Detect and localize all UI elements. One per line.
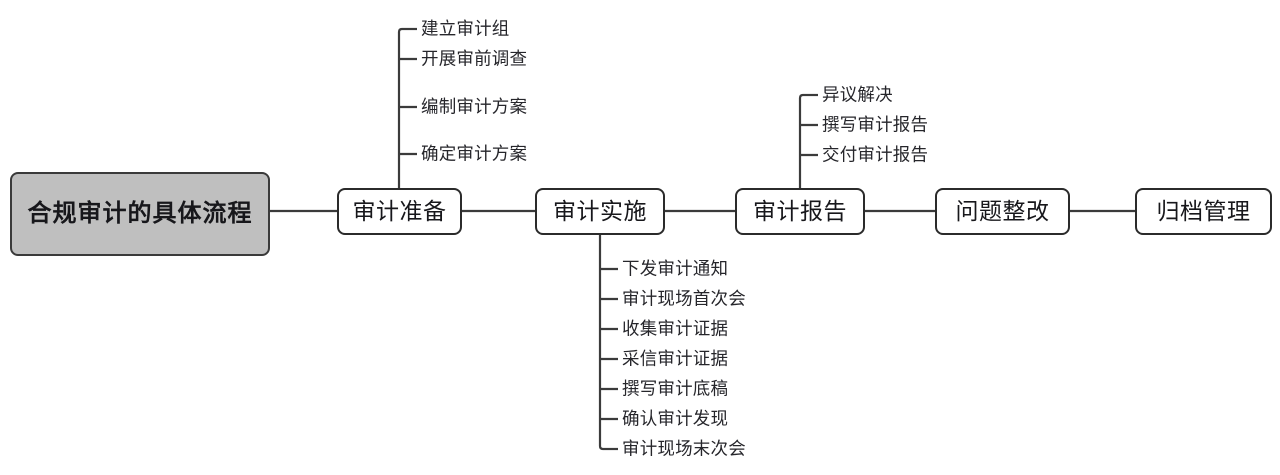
spine-execute [598,235,604,451]
leaf-report-3[interactable]: 交付审计报告 [822,144,929,165]
stage-node-audit-preparation[interactable]: 审计准备 [337,188,462,235]
leaf-exec-6[interactable]: 确认审计发现 [622,408,729,429]
spine-report [798,93,804,188]
leaf-report-1[interactable]: 异议解决 [822,84,893,105]
leaf-prep-2[interactable]: 开展审前调查 [421,48,528,69]
stage-node-audit-report[interactable]: 审计报告 [735,188,865,235]
leaf-exec-7[interactable]: 审计现场末次会 [622,438,746,459]
spine-prep [397,27,403,188]
leaf-exec-4[interactable]: 采信审计证据 [622,348,729,369]
stage-node-archive-management[interactable]: 归档管理 [1135,188,1272,235]
leaf-report-2[interactable]: 撰写审计报告 [822,114,929,135]
leaf-exec-5[interactable]: 撰写审计底稿 [622,378,729,399]
leaf-prep-1[interactable]: 建立审计组 [421,18,510,39]
leaf-prep-3[interactable]: 编制审计方案 [421,96,528,117]
stage-node-audit-execution[interactable]: 审计实施 [535,188,665,235]
stage-node-issue-rectification[interactable]: 问题整改 [935,188,1070,235]
leaf-exec-3[interactable]: 收集审计证据 [622,318,729,339]
root-node[interactable]: 合规审计的具体流程 [10,172,270,256]
leaf-exec-2[interactable]: 审计现场首次会 [622,288,746,309]
leaf-prep-4[interactable]: 确定审计方案 [421,143,528,164]
leaf-exec-1[interactable]: 下发审计通知 [622,258,729,279]
